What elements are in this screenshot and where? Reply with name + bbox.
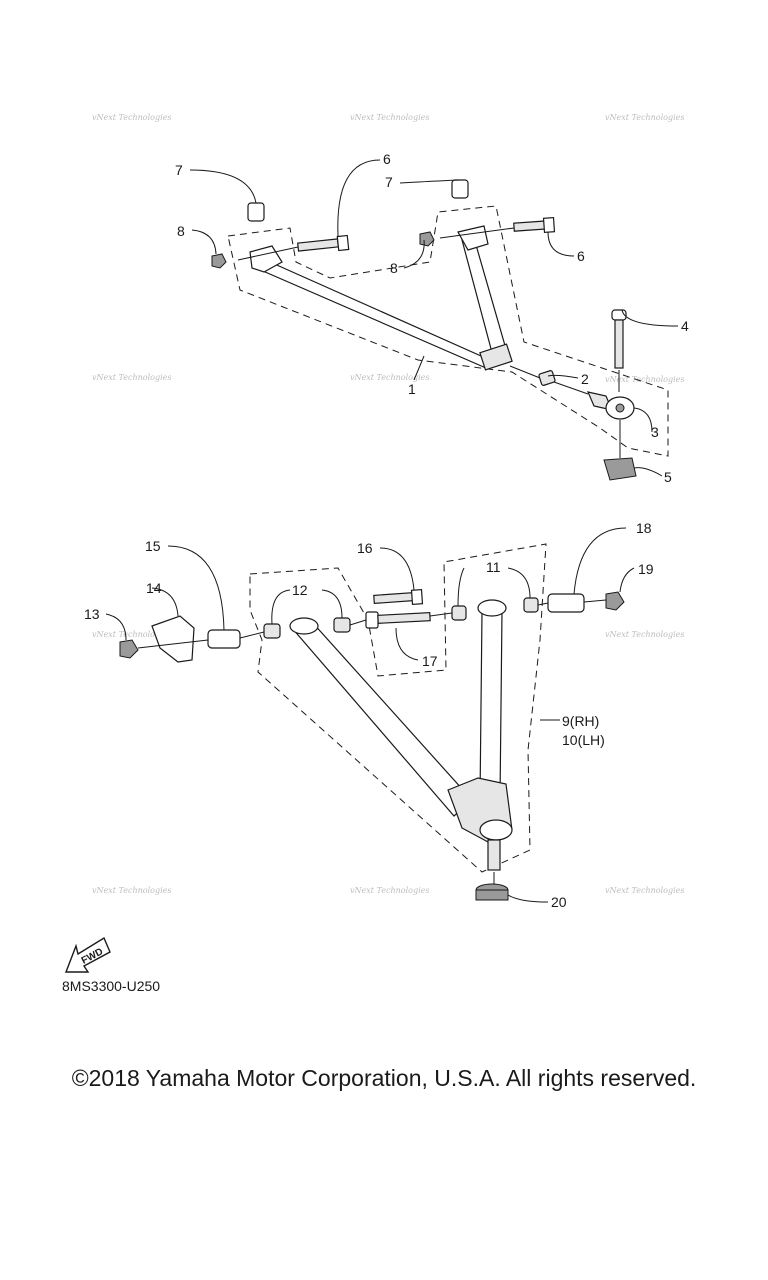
bolt-16 xyxy=(373,589,424,605)
cap-5 xyxy=(603,457,637,481)
callout-11: 11 xyxy=(486,559,501,575)
callout-2: 2 xyxy=(581,371,589,387)
lower-arm-long-tube xyxy=(290,621,473,817)
callout-15: 15 xyxy=(145,538,161,554)
spacer-12-left xyxy=(263,623,281,639)
callout-12: 12 xyxy=(292,582,308,598)
spacer-11-left xyxy=(451,605,467,621)
spacer-11-right xyxy=(523,597,539,613)
lower-arm-vertical-tube xyxy=(479,611,503,801)
callout-5: 5 xyxy=(664,469,672,485)
watermark: vNext Technologies xyxy=(92,373,171,382)
callout-6-right: 6 xyxy=(577,248,585,264)
callout-4: 4 xyxy=(681,318,689,334)
watermark-group: vNext Technologies vNext Technologies vN… xyxy=(92,113,684,895)
lower-callout-leaders xyxy=(105,527,635,903)
bushing-7-left xyxy=(247,202,265,222)
watermark: vNext Technologies xyxy=(92,630,171,639)
callout-1: 1 xyxy=(408,381,416,397)
bolt-6-right xyxy=(513,217,556,233)
sleeve-18 xyxy=(547,593,585,613)
bolt-17 xyxy=(365,611,431,629)
fwd-arrow: FWD xyxy=(64,936,111,973)
callout-16: 16 xyxy=(357,540,373,556)
upper-arm-long-tube xyxy=(255,257,491,369)
upper-callout-leaders xyxy=(189,159,679,477)
callout-20: 20 xyxy=(551,894,567,910)
copyright-notice: ©2018 Yamaha Motor Corporation, U.S.A. A… xyxy=(71,1065,697,1091)
callout-7-right: 7 xyxy=(385,174,393,190)
bolt-6-left xyxy=(297,234,350,252)
callout-8-left: 8 xyxy=(177,223,185,239)
callout-9: 9(RH) xyxy=(562,713,599,729)
nut-20 xyxy=(475,883,509,901)
callout-14: 14 xyxy=(146,580,162,596)
fwd-label: FWD xyxy=(80,946,105,966)
exploded-parts-diagram: vNext Technologies vNext Technologies vN… xyxy=(64,113,689,973)
callout-7-left: 7 xyxy=(175,162,183,178)
upper-arm-short-tube xyxy=(461,237,509,361)
watermark: vNext Technologies xyxy=(350,886,429,895)
diagram-part-code: 8MS3300-U250 xyxy=(62,978,161,994)
right-pivot-bracket xyxy=(457,225,489,251)
fwd-arrow-icon xyxy=(64,936,111,973)
watermark: vNext Technologies xyxy=(605,886,684,895)
bushing-7-right xyxy=(451,179,469,199)
pivot-boss-11 xyxy=(477,599,507,617)
watermark: vNext Technologies xyxy=(92,113,171,122)
nut-8-left xyxy=(211,253,227,269)
nut-19 xyxy=(605,591,625,611)
lower-arm-assembly xyxy=(119,543,625,901)
callout-18: 18 xyxy=(636,520,652,536)
callout-19: 19 xyxy=(638,561,654,577)
bracket-14 xyxy=(151,615,195,663)
group-outline-lower xyxy=(249,543,547,873)
watermark: vNext Technologies xyxy=(605,630,684,639)
watermark: vNext Technologies xyxy=(605,113,684,122)
ball-joint-3 xyxy=(586,391,635,420)
nut-8-right xyxy=(419,231,435,247)
group-outline-upper xyxy=(227,205,669,457)
collar-2 xyxy=(538,370,556,386)
callout-13: 13 xyxy=(84,606,100,622)
callout-3: 3 xyxy=(651,424,659,440)
bolt-4 xyxy=(611,309,627,369)
knuckle-joint xyxy=(447,777,513,871)
collar-15 xyxy=(207,629,241,649)
nut-13 xyxy=(119,639,139,659)
spacer-12-right xyxy=(333,617,351,633)
callout-10: 10(LH) xyxy=(562,732,605,748)
pivot-boss-12 xyxy=(289,617,319,635)
watermark: vNext Technologies xyxy=(605,375,684,384)
callout-6-left: 6 xyxy=(383,151,391,167)
watermark: vNext Technologies xyxy=(92,886,171,895)
callout-8-right: 8 xyxy=(390,260,398,276)
callout-17: 17 xyxy=(422,653,438,669)
upper-arm-assembly xyxy=(211,179,669,481)
upper-arm-sleeve xyxy=(479,343,513,371)
watermark: vNext Technologies xyxy=(350,373,429,382)
watermark: vNext Technologies xyxy=(350,113,429,122)
